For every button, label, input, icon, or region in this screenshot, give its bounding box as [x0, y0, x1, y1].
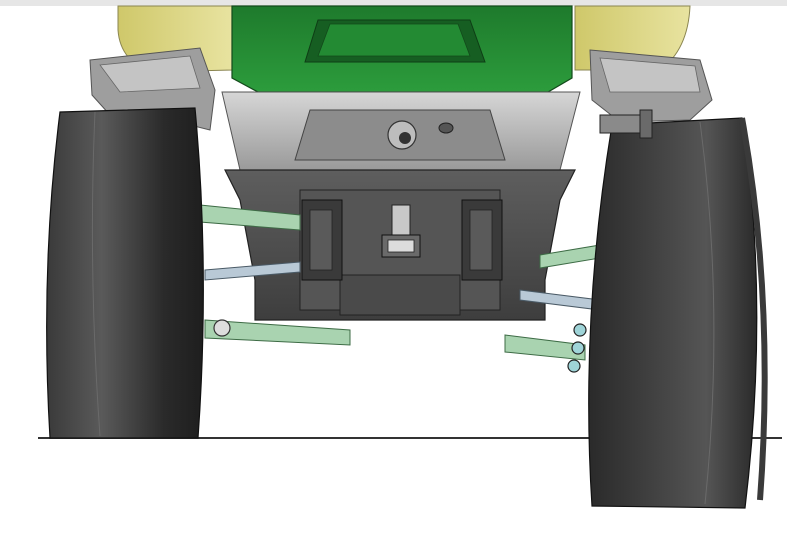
- left-bracket: [301, 199, 343, 281]
- tow-hitch: [381, 204, 421, 258]
- right-tire: [588, 117, 768, 509]
- green-body: [231, 5, 573, 93]
- rear-panel: [221, 91, 581, 171]
- left-tire: [46, 107, 204, 439]
- right-suspension-arm: [504, 244, 601, 373]
- right-fender-guard: [589, 49, 713, 123]
- top-border: [0, 0, 787, 6]
- right-bracket: [461, 199, 503, 281]
- right-hub-arm: [599, 109, 653, 139]
